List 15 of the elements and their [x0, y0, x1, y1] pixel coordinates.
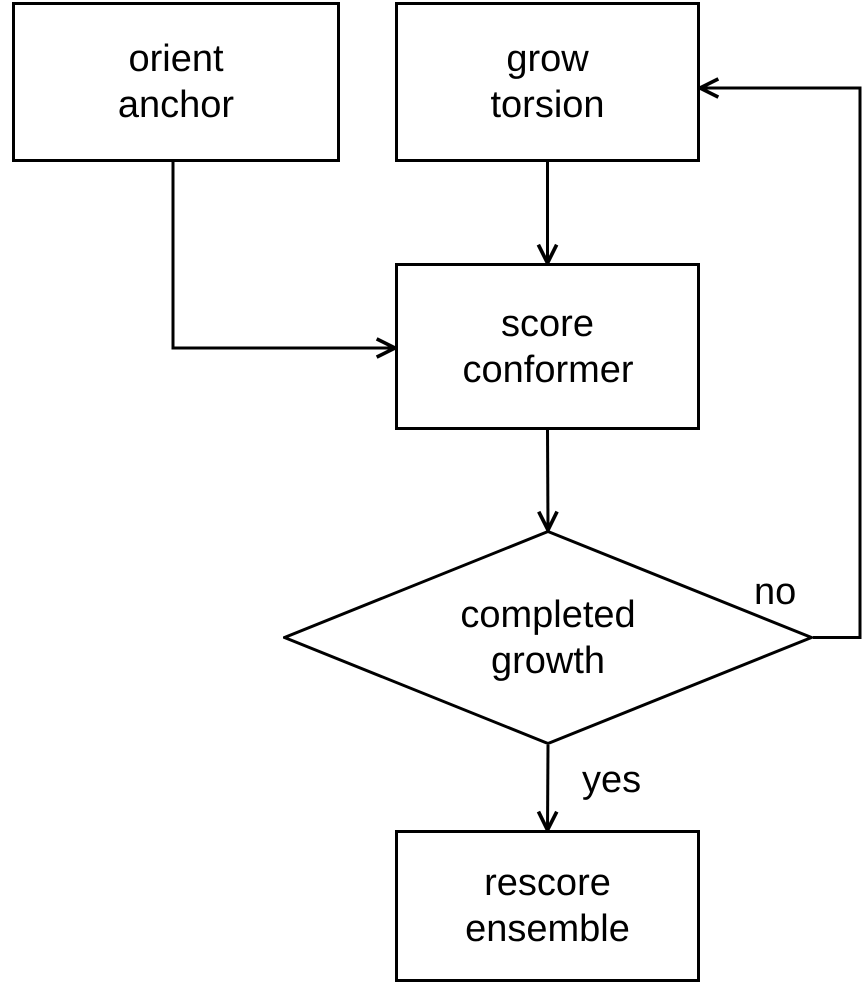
arrow: [536, 162, 558, 265]
arrow: [172, 162, 397, 359]
arrow: [698, 77, 862, 639]
arrow: [536, 744, 559, 832]
node-label: rescore ensemble: [464, 861, 631, 952]
arrow: [536, 430, 559, 532]
node-label: grow torsion: [489, 37, 606, 128]
process-box: [395, 830, 700, 982]
process-box: [12, 2, 340, 162]
node-label: score conformer: [462, 302, 632, 392]
node-label: orient anchor: [116, 37, 236, 128]
process-box: [395, 263, 700, 430]
decision-diamond: [283, 530, 813, 745]
process-box: [395, 2, 700, 162]
node-label: completed growth: [459, 592, 637, 684]
